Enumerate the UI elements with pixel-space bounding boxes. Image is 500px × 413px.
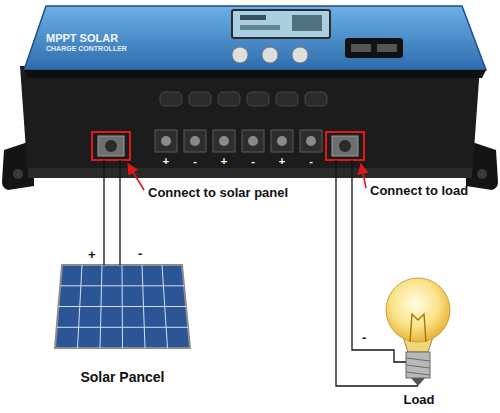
node-title: Solar Pancel bbox=[80, 369, 164, 385]
body-rim bbox=[28, 168, 472, 178]
lcd-screen bbox=[232, 10, 330, 38]
terminal-polarity: + bbox=[221, 155, 227, 168]
terminal-polarity: - bbox=[251, 155, 255, 168]
controller-body bbox=[20, 66, 480, 178]
node-title: Load bbox=[403, 393, 434, 408]
wire-polarity: + bbox=[88, 248, 96, 263]
buttons bbox=[232, 47, 308, 63]
wire-polarity: - bbox=[138, 247, 142, 262]
cover-edge bbox=[24, 70, 486, 78]
usb-ports bbox=[345, 38, 403, 58]
terminal-polarity: + bbox=[279, 155, 285, 168]
terminal-block bbox=[155, 130, 322, 152]
solar-panel-symbol bbox=[55, 265, 190, 348]
wire bbox=[119, 160, 120, 265]
terminal-polarity: - bbox=[193, 155, 197, 168]
wire bbox=[103, 160, 104, 265]
dc-sockets bbox=[92, 132, 364, 160]
blue-cover bbox=[24, 6, 486, 70]
terminal-polarity: - bbox=[309, 155, 313, 168]
wire-polarity: - bbox=[362, 331, 366, 346]
callout-text: Connect to load bbox=[370, 184, 468, 199]
charge-controller: MPPT SOLARCHARGE CONTROLLER bbox=[22, 0, 488, 160]
node-title: MPPT SOLAR bbox=[46, 32, 118, 45]
load-bulb: Load bbox=[380, 270, 458, 410]
vents bbox=[160, 92, 327, 106]
bulb-lead-wires bbox=[380, 350, 418, 386]
node-subtitle: CHARGE CONTROLLER bbox=[46, 45, 127, 53]
solar-panel: Solar Pancel bbox=[55, 265, 190, 387]
callout-text: Connect to solar panel bbox=[148, 186, 288, 201]
terminal-polarity: + bbox=[163, 155, 169, 168]
light-bulb-symbol bbox=[386, 278, 450, 386]
